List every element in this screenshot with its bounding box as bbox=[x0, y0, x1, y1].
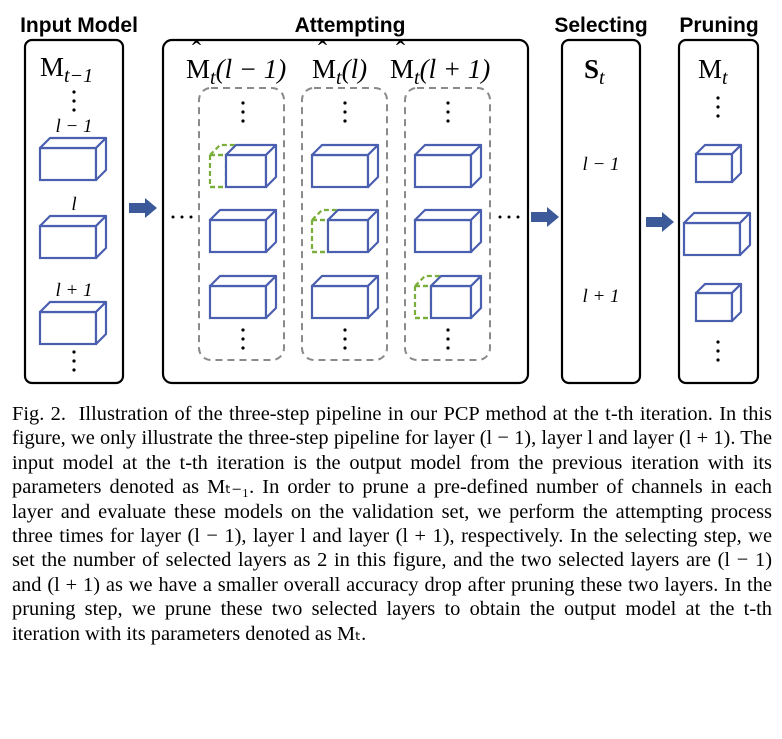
attempt-column-frame bbox=[198, 87, 285, 361]
layer-cube bbox=[413, 143, 483, 189]
input-model-panel: Mt−1 l − 1 l l + 1 bbox=[23, 38, 125, 385]
pruning-panel: Mt bbox=[677, 38, 760, 385]
arrow-right-icon bbox=[646, 212, 674, 232]
header-selecting: Selecting bbox=[554, 14, 647, 37]
pruned-layer-cube bbox=[310, 208, 380, 254]
layer-cube bbox=[413, 208, 483, 254]
layer-cube bbox=[682, 211, 752, 257]
ellipsis-icon bbox=[343, 328, 347, 350]
attempt-column-frame bbox=[301, 87, 388, 361]
pruned-layer-cube bbox=[694, 143, 743, 184]
layer-cube bbox=[38, 214, 108, 260]
header-attempting: Attempting bbox=[295, 14, 406, 37]
attempt-column-title: Mt(l − 1) bbox=[186, 54, 286, 89]
layer-cube bbox=[208, 274, 278, 320]
ellipsis-icon bbox=[716, 340, 720, 362]
ellipsis-icon bbox=[241, 101, 245, 123]
hat-accent: ˆ bbox=[396, 36, 405, 66]
attempting-panel: Mt(l − 1) ˆ Mt(l) ˆ Mt(l + 1) ˆ bbox=[161, 36, 530, 385]
selected-layer-label: l + 1 bbox=[582, 286, 619, 307]
layer-cube bbox=[208, 208, 278, 254]
arrow-right-icon bbox=[129, 198, 157, 218]
pipeline-diagram: Input Model Attempting Selecting Pruning… bbox=[20, 14, 760, 385]
hat-accent: ˆ bbox=[318, 36, 327, 66]
input-layer-label: l bbox=[71, 194, 76, 215]
header-pruning: Pruning bbox=[679, 14, 758, 37]
layer-cube bbox=[38, 300, 108, 346]
caption-text: Illustration of the three-step pipeline … bbox=[12, 403, 772, 645]
selecting-symbol: St bbox=[584, 54, 605, 89]
pruned-layer-cube bbox=[694, 282, 743, 323]
selected-layer-label: l − 1 bbox=[582, 154, 619, 175]
ellipsis-icon bbox=[716, 96, 720, 118]
pruned-layer-cube bbox=[413, 274, 483, 320]
input-layer-label: l + 1 bbox=[55, 280, 92, 301]
ellipsis-icon bbox=[72, 90, 76, 112]
ellipsis-icon bbox=[72, 350, 76, 372]
caption-label: Fig. 2. bbox=[12, 403, 66, 425]
ellipsis-icon bbox=[343, 101, 347, 123]
attempt-column-title: Mt(l) bbox=[312, 54, 367, 89]
ellipsis-icon bbox=[446, 328, 450, 350]
arrow-right-icon bbox=[531, 207, 559, 227]
figure-caption: Fig. 2. Illustration of the three-step p… bbox=[12, 402, 772, 646]
layer-cube bbox=[310, 143, 380, 189]
input-layer-label: l − 1 bbox=[55, 116, 92, 137]
input-model-symbol: Mt−1 bbox=[40, 52, 93, 87]
hat-accent: ˆ bbox=[192, 36, 201, 66]
selecting-panel: St l − 1 l + 1 bbox=[560, 38, 642, 385]
ellipsis-icon bbox=[241, 328, 245, 350]
pruning-symbol: Mt bbox=[698, 54, 728, 89]
header-input-model: Input Model bbox=[20, 14, 138, 37]
pruned-layer-cube bbox=[208, 143, 278, 189]
layer-cube bbox=[38, 136, 108, 182]
layer-cube bbox=[310, 274, 380, 320]
horizontal-ellipsis-icon bbox=[171, 215, 520, 219]
ellipsis-icon bbox=[446, 101, 450, 123]
attempt-column-frame bbox=[404, 87, 491, 361]
attempt-column-title: Mt(l + 1) bbox=[390, 54, 490, 89]
